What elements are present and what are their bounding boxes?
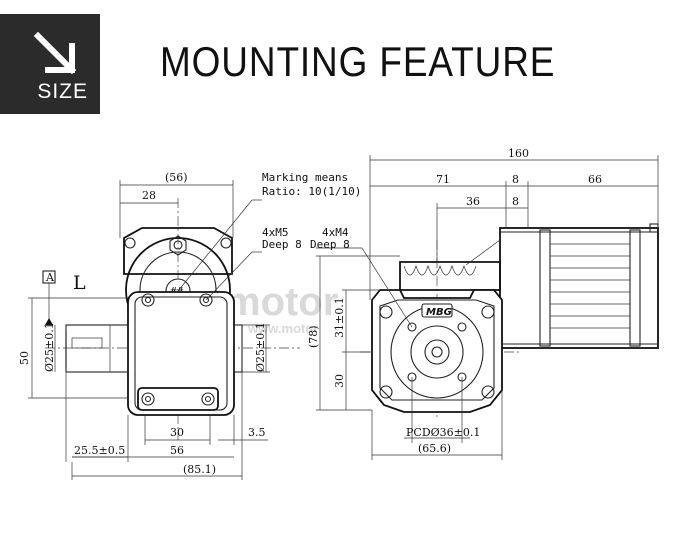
size-badge: SIZE	[0, 14, 100, 114]
dim-30-right: 30	[333, 374, 346, 388]
dim-66: 66	[588, 173, 602, 186]
datum-box-label: A	[45, 271, 55, 284]
m4-note-line1: 4xM4	[322, 226, 349, 239]
dim-160: 160	[508, 147, 529, 160]
marking-note-line1: Marking means	[262, 171, 348, 184]
nameplate-mbg: MBG	[426, 307, 452, 318]
dim-36: 36	[466, 195, 480, 208]
diagonal-arrow-icon	[33, 31, 77, 75]
dim-8-lower: 8	[512, 195, 519, 208]
left-view: ## A L (56) 28	[18, 171, 361, 480]
dim-50: 50	[18, 351, 31, 365]
dim-pcd: PCDØ36±0.1	[406, 426, 480, 439]
dia25-left: Ø25±0.1	[43, 322, 56, 372]
dim-30-left: 30	[170, 426, 184, 439]
right-view: MBG 4xM4 Deep 8 160 71 8 66 36 8 (78) 31…	[307, 147, 659, 460]
dim-56: 56	[170, 444, 184, 457]
dim-65-6: (65.6)	[418, 442, 451, 455]
dim-56-paren: (56)	[165, 171, 188, 184]
dia25-right: Ø25±0.1	[254, 322, 267, 372]
m4-note-line2: Deep 8	[310, 238, 350, 251]
dim-78: (78)	[307, 325, 320, 348]
dim-85-1: (85.1)	[183, 463, 216, 476]
dim-3-5: 3.5	[248, 426, 266, 439]
dim-25-5: 25.5±0.5	[74, 444, 125, 457]
dim-8-top: 8	[512, 173, 519, 186]
dim-28: 28	[142, 189, 156, 202]
page-title: MOUNTING FEATURE	[160, 38, 556, 85]
marking-note-line2: Ratio: 10(1/10)	[262, 185, 361, 198]
dim-31: 31±0.1	[333, 297, 346, 338]
view-label: L	[73, 272, 86, 294]
motor-fins	[550, 243, 630, 329]
m5-note-line2: Deep 8	[262, 238, 302, 251]
watermark-brand: motor	[225, 280, 338, 324]
m5-note-line1: 4xM5	[262, 226, 289, 239]
badge-label: SIZE	[37, 80, 88, 103]
dim-71: 71	[436, 173, 450, 186]
